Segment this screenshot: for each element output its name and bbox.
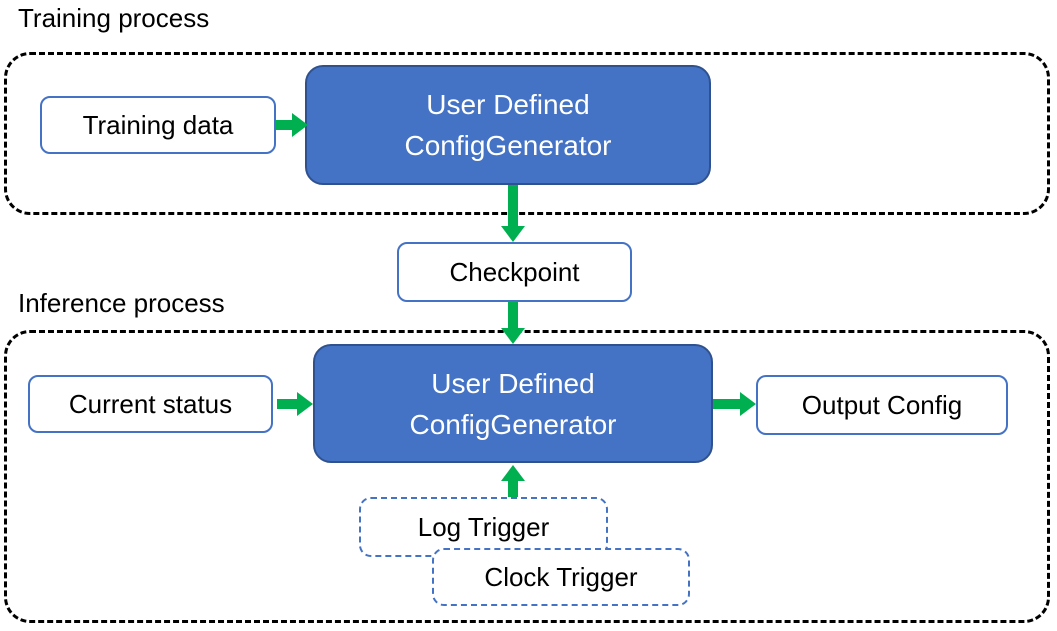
arrow-current-status-to-generator [277, 392, 313, 416]
training-config-generator-box: User Defined ConfigGenerator [305, 65, 711, 185]
inference-process-label: Inference process [18, 288, 225, 318]
inference-process-container [4, 330, 1050, 623]
training-generator-line1: User Defined [426, 89, 590, 120]
arrow-checkpoint-to-inference-generator [501, 301, 525, 344]
training-data-label: Training data [82, 109, 234, 140]
arrow-triggers-to-generator [501, 465, 525, 497]
training-process-container [4, 52, 1050, 215]
clock-trigger-label: Clock Trigger [484, 561, 638, 592]
inference-generator-line1: User Defined [431, 367, 595, 399]
arrow-training-data-to-generator [276, 113, 308, 137]
log-trigger-box: Log Trigger [359, 497, 608, 557]
training-data-box: Training data [40, 96, 276, 154]
current-status-label: Current status [68, 388, 233, 419]
current-status-box: Current status [28, 375, 273, 433]
inference-config-generator-box: User Defined ConfigGenerator [313, 344, 713, 463]
arrow-generator-to-output-config [713, 392, 756, 416]
arrow-generator-to-checkpoint [501, 185, 525, 242]
inference-generator-line2: ConfigGenerator [409, 408, 617, 440]
checkpoint-label: Checkpoint [449, 256, 580, 287]
checkpoint-box: Checkpoint [397, 242, 632, 302]
output-config-box: Output Config [756, 375, 1008, 435]
training-process-label: Training process [18, 3, 210, 33]
clock-trigger-box: Clock Trigger [432, 548, 690, 606]
training-generator-line2: ConfigGenerator [404, 130, 612, 161]
output-config-label: Output Config [801, 389, 963, 420]
log-trigger-label: Log Trigger [417, 511, 550, 542]
